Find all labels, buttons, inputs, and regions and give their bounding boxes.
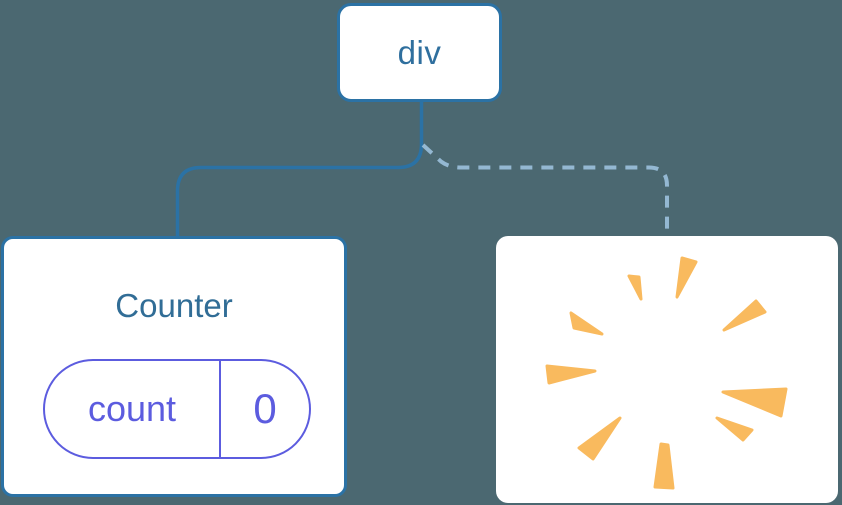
poof-wedge [721, 387, 788, 418]
tree-node-div-label: div [397, 33, 442, 71]
poof-wedge [675, 256, 698, 299]
poof-wedge [577, 416, 622, 461]
solid-edge-line [175, 101, 424, 237]
poof-starburst-icon [545, 256, 788, 490]
state-name-label: count [87, 388, 177, 429]
tree-node-counter: Counter count 0 [1, 236, 347, 497]
dashed-edge-line [421, 143, 669, 237]
state-pill: count 0 [43, 359, 311, 459]
tree-node-div: div [337, 3, 502, 102]
poof-wedge [545, 364, 597, 385]
poof-wedge [627, 274, 643, 301]
poof-wedge [722, 299, 767, 332]
counter-title: Counter [115, 287, 233, 324]
state-value-label: 0 [219, 361, 309, 457]
poof-wedge [715, 416, 754, 442]
poof-wedge [569, 311, 604, 336]
tree-node-removed [496, 236, 838, 503]
poof-wedge [653, 442, 675, 490]
